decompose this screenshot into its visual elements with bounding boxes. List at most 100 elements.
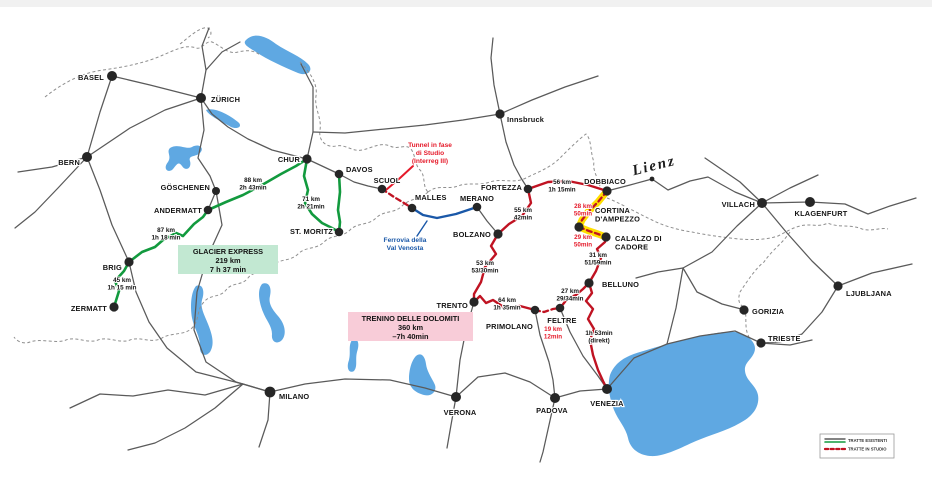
rail-line [205, 41, 241, 71]
city-dot-zermatt [109, 302, 119, 312]
tunnel-pointer-line [385, 165, 414, 191]
country-border [13, 191, 429, 344]
city-dot-klagenfurt [805, 197, 815, 207]
trenino-dolomiti-route [558, 281, 591, 310]
rail-line [200, 97, 308, 160]
city-dot-innsbruck [495, 109, 505, 119]
rail-line [197, 97, 217, 192]
rail-line [17, 156, 88, 173]
rail-line [554, 388, 608, 399]
legend-box [819, 433, 895, 459]
city-label-andermatt: ANDERMATT [154, 206, 202, 215]
rail-line [300, 63, 314, 160]
rail-line [704, 157, 763, 204]
city-label-trieste: TRIESTE [768, 334, 801, 343]
city-label-innsbruck: Innsbruck [507, 115, 545, 124]
city-dot-brig [124, 257, 134, 267]
city-dot-zurich [196, 93, 206, 103]
rail-line [837, 263, 913, 287]
trenino-dolomiti-box [348, 312, 473, 341]
city-dot-davos [334, 169, 344, 179]
city-dot-milano [264, 386, 276, 398]
city-label-trento: TRENTO [437, 301, 468, 310]
city-label-villach: VILLACH [722, 200, 755, 209]
rail-line [761, 201, 811, 204]
city-label-verona: VERONA [444, 408, 477, 417]
city-label-scuol: SCUOL [374, 176, 401, 185]
trenino-dolomiti-route [472, 232, 500, 304]
city-dot-goschenen [212, 187, 220, 195]
trenino-dolomiti-route [584, 281, 609, 391]
city-label-feltre: FELTRE [547, 316, 576, 325]
rail-line [306, 158, 383, 190]
trenino-dolomiti-route [526, 179, 609, 193]
city-label-klagenfurt: KLAGENFURT [795, 209, 848, 218]
lake-constance [244, 35, 311, 75]
ferrovia-pointer-line [416, 220, 428, 237]
city-dot-verona [451, 392, 461, 402]
rail-line [682, 202, 763, 311]
city-dot-st-moritz [334, 227, 344, 237]
route-in-study [577, 189, 609, 229]
legend-label-existing: TRATTE ESISTENTI [848, 438, 887, 443]
city-dot-chur [302, 154, 312, 164]
lake-iseo [347, 339, 359, 372]
rail-line [128, 261, 244, 385]
city-label-gorizia: GORIZIA [752, 307, 785, 316]
rail-line [666, 267, 684, 345]
lienz-handwriting: Lienz [630, 153, 678, 179]
city-label-venezia: VENEZIA [590, 399, 624, 408]
rail-line [809, 197, 917, 215]
rail-line [111, 75, 202, 99]
rail-line [446, 396, 457, 449]
rail-line [559, 307, 608, 390]
city-dot-basel [107, 71, 117, 81]
city-dot-dobbiaco [602, 186, 612, 196]
city-label-dobbiaco: DOBBIACO [584, 177, 626, 186]
rail-line [499, 113, 529, 190]
city-dot-feltre [555, 303, 565, 313]
city-dot-ljubljana [833, 281, 843, 291]
city-label-zurich: ZÜRICH [211, 95, 240, 104]
rail-line [539, 397, 556, 463]
rail-line [86, 75, 113, 158]
city-label-milano: MILANO [279, 392, 309, 401]
rail-line [14, 156, 88, 229]
city-label-belluno: BELLUNO [602, 280, 639, 289]
city-dot-lienz-station [649, 176, 655, 182]
glacier-express-route [336, 172, 342, 234]
rail-line [312, 113, 501, 134]
rail-line [761, 174, 819, 204]
city-label-st-moritz: ST. MORITZ [290, 227, 333, 236]
rail-line [760, 339, 813, 346]
rail-line [193, 190, 271, 393]
rail-line [606, 330, 762, 390]
city-dot-andermatt [203, 205, 213, 215]
city-dot-primolano [530, 305, 540, 315]
rail-line [86, 97, 202, 158]
city-label-zermatt: ZERMATT [71, 304, 107, 313]
page-top-edge [0, 0, 932, 7]
rail-line [761, 202, 839, 287]
city-dot-venezia [602, 384, 612, 394]
rail-line [200, 27, 210, 99]
city-label-fortezza: FORTEZZA [481, 183, 522, 192]
glacier-express-box [178, 245, 278, 274]
country-border [606, 197, 889, 241]
city-label-merano: MERANO [460, 194, 494, 203]
country-border [179, 27, 212, 45]
city-label-primolano: PRIMOLANO [486, 322, 533, 331]
rail-line [499, 75, 599, 115]
